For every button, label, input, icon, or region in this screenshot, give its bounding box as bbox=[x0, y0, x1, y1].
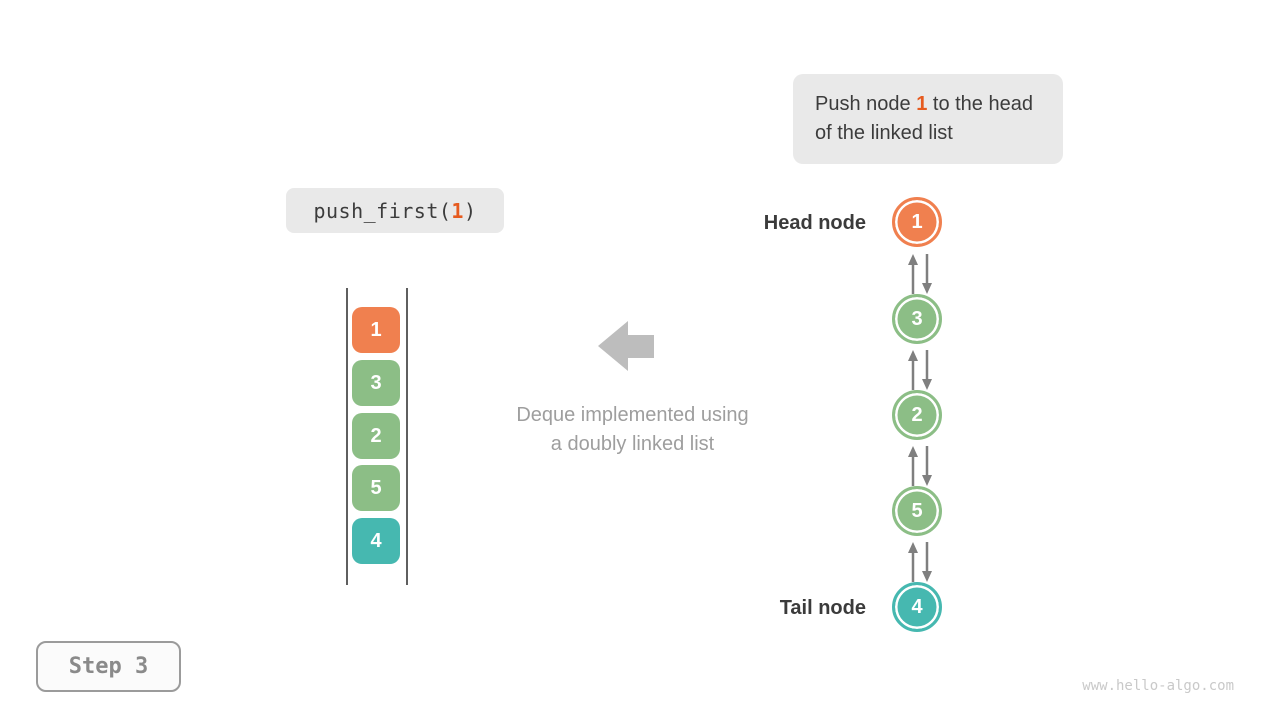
left-block-arrow-icon bbox=[598, 321, 654, 371]
step-badge: Step 3 bbox=[36, 641, 181, 692]
deque-wall-left bbox=[346, 288, 348, 585]
note-text-prefix: Push node bbox=[815, 93, 917, 115]
deque-item: 1 bbox=[352, 307, 400, 353]
watermark-text: www.hello-algo.com bbox=[1082, 678, 1234, 694]
doubly-link-arrows-icon bbox=[908, 254, 932, 294]
tail-node-label: Tail node bbox=[779, 597, 866, 619]
list-node: 5 bbox=[892, 486, 942, 536]
code-suffix: ) bbox=[463, 198, 477, 223]
caption-line-1: Deque implemented using bbox=[516, 404, 749, 426]
step-label: Step 3 bbox=[68, 654, 149, 679]
deque-wall-right bbox=[406, 288, 408, 585]
deque-item: 4 bbox=[352, 518, 400, 564]
list-node: 1 bbox=[892, 197, 942, 247]
deque-item: 2 bbox=[352, 413, 400, 459]
caption-line-2: a doubly linked list bbox=[550, 433, 715, 455]
push-note-box: Push node 1 to the head of the linked li… bbox=[793, 74, 1063, 164]
note-highlight-value: 1 bbox=[916, 93, 928, 115]
list-node: 2 bbox=[892, 390, 942, 440]
caption-text: Deque implemented using a doubly linked … bbox=[460, 401, 805, 459]
code-call-box: push_first(1) bbox=[286, 188, 504, 233]
doubly-link-arrows-icon bbox=[908, 446, 932, 486]
note-text-suffix: to the head of the linked list bbox=[815, 93, 1033, 144]
head-node-label: Head node bbox=[763, 212, 866, 234]
code-arg-value: 1 bbox=[451, 198, 464, 223]
list-node: 3 bbox=[892, 294, 942, 344]
doubly-link-arrows-icon bbox=[908, 542, 932, 582]
list-node: 4 bbox=[892, 582, 942, 632]
deque-item: 5 bbox=[352, 465, 400, 511]
code-prefix: push_first( bbox=[313, 198, 452, 223]
deque-item: 3 bbox=[352, 360, 400, 406]
doubly-link-arrows-icon bbox=[908, 350, 932, 390]
